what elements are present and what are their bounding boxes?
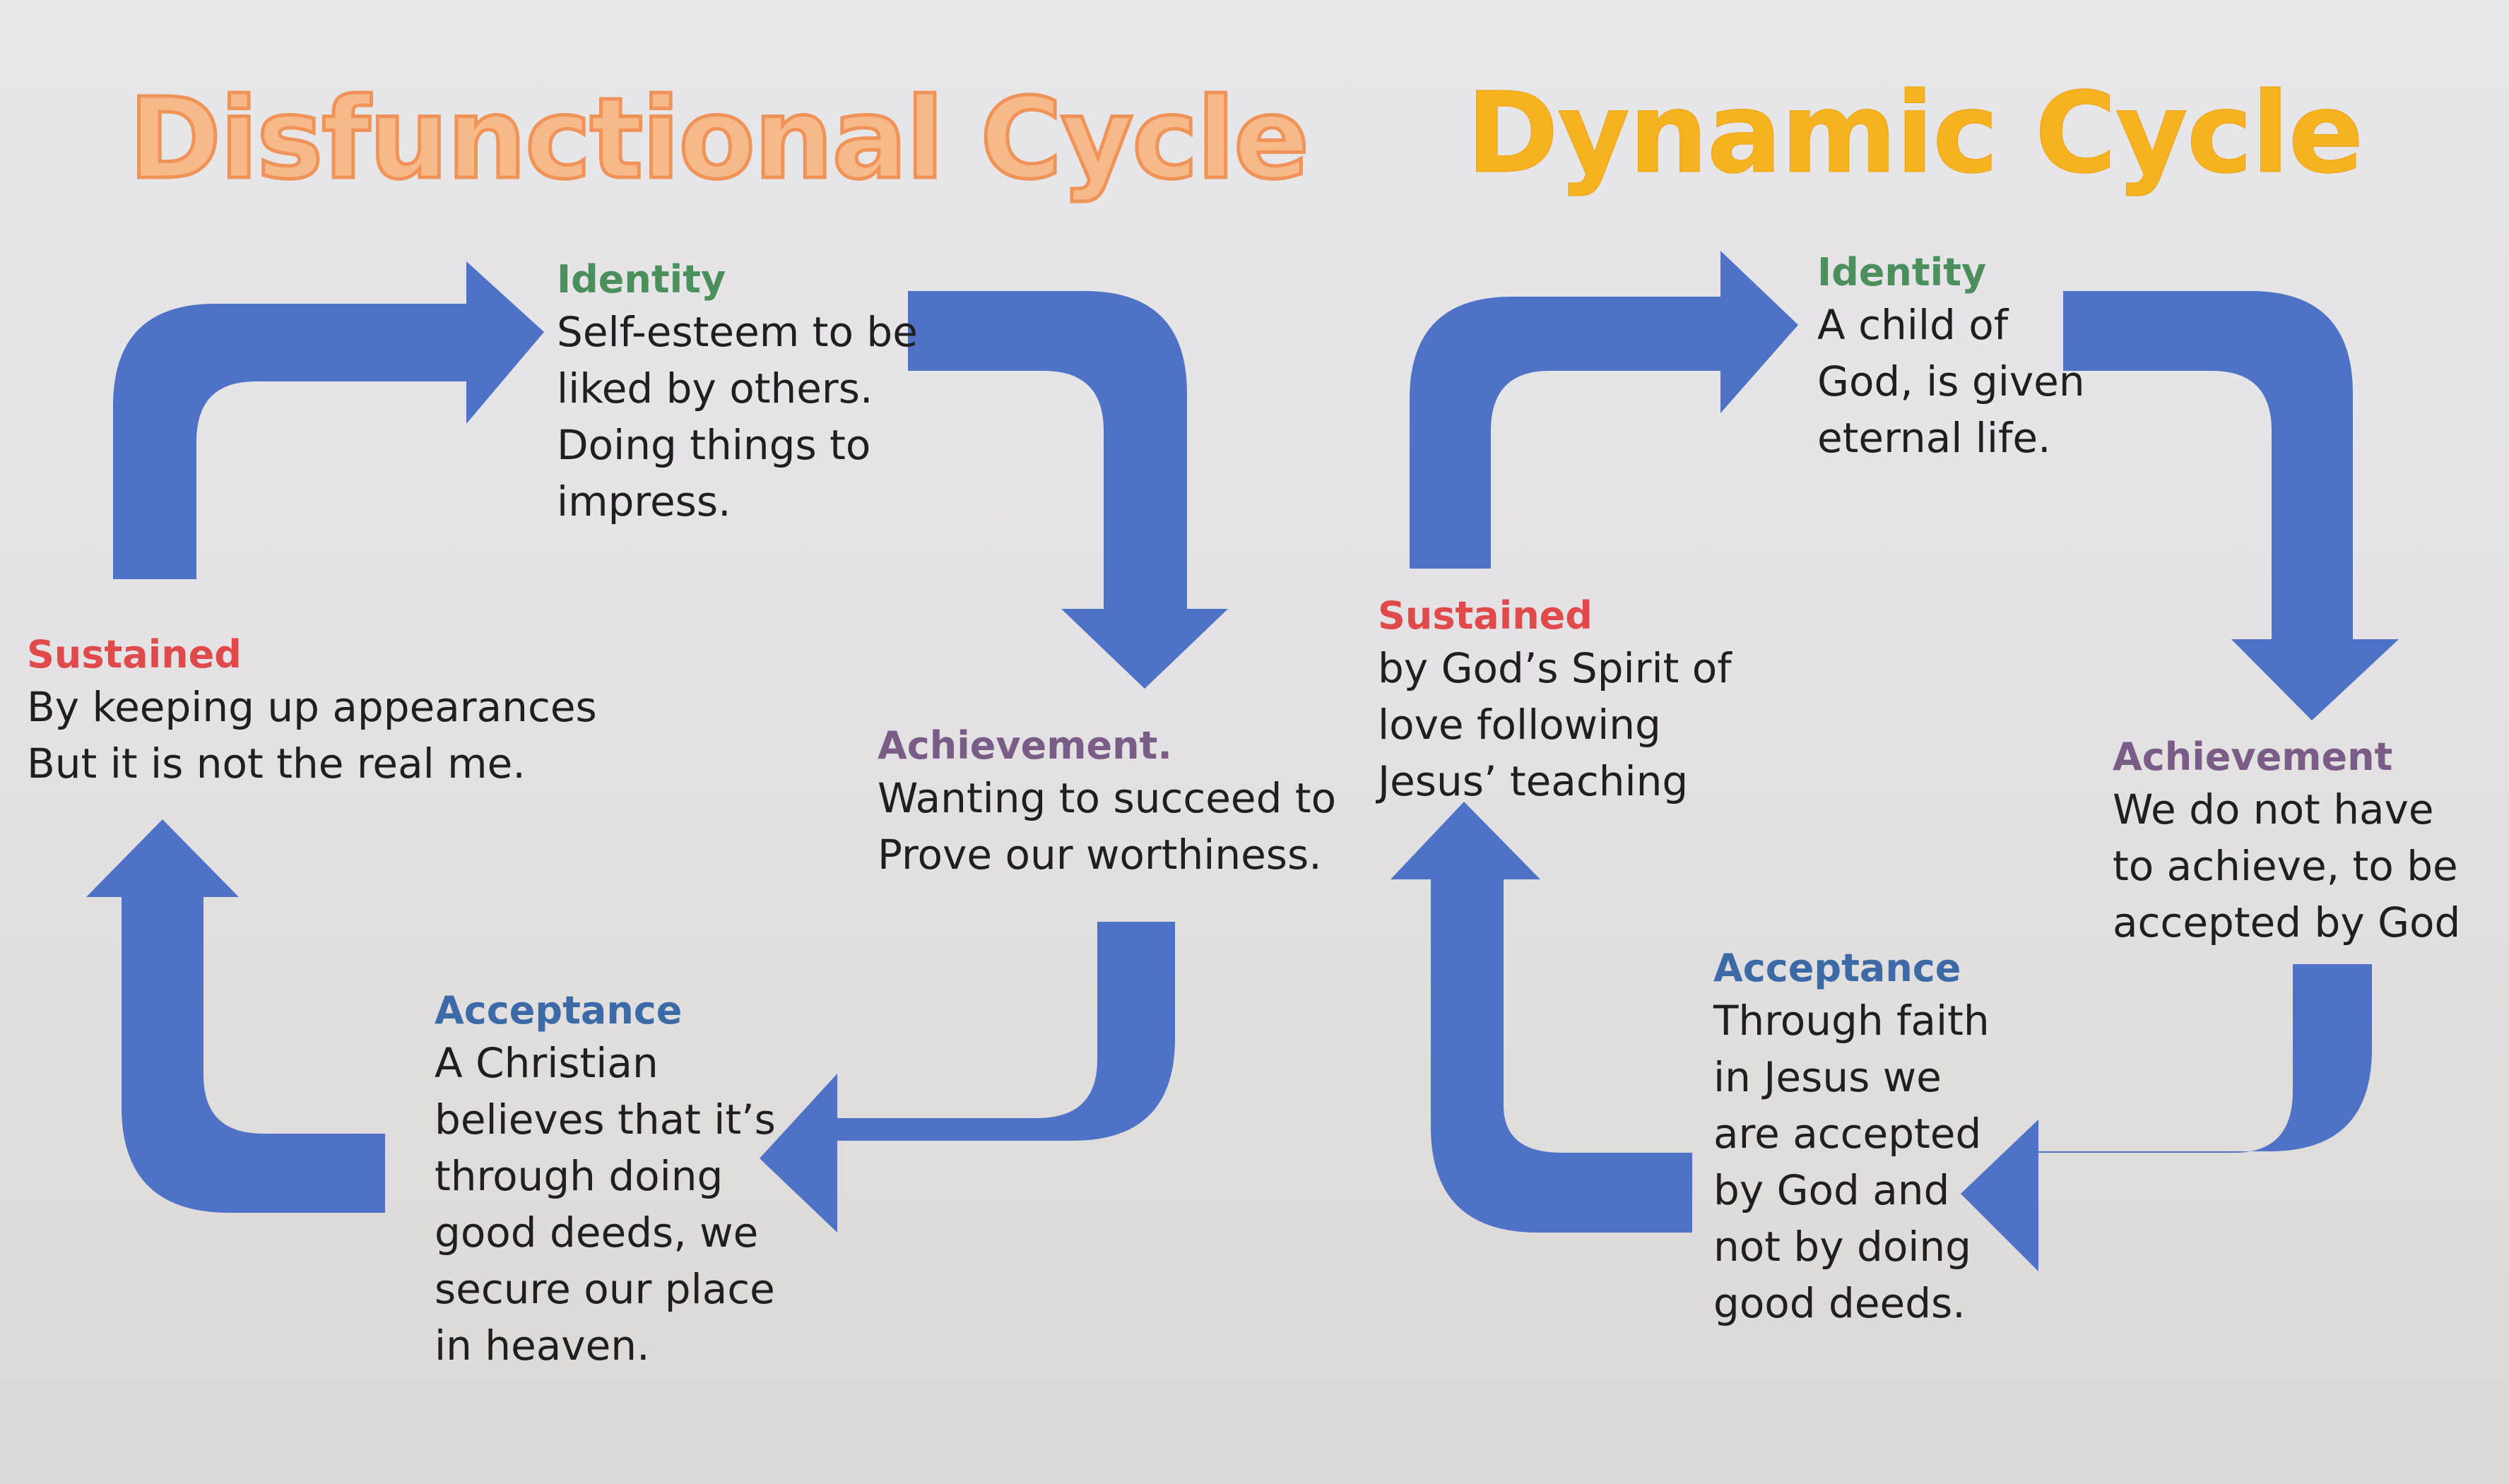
dyn-achievement-heading: Achievement	[2113, 735, 2393, 779]
dis-achievement-block: Achievement. Wanting to succeed to Prove…	[878, 722, 1336, 883]
dis-acceptance-line-1: A Christian	[435, 1038, 659, 1087]
dis-acceptance-line-5: secure our place	[435, 1264, 775, 1313]
arrow-dis-acceptance-to-sustained	[86, 819, 385, 1213]
dynamic-cycle-title: Dynamic Cycle	[1466, 69, 2365, 198]
dis-identity-line-3: Doing things to	[557, 420, 871, 469]
dis-identity-line-2: liked by others.	[557, 364, 873, 412]
dis-sustained-line-2: But it is not the real me.	[27, 739, 526, 788]
arrow-dyn-identity-to-achievement	[2063, 291, 2399, 720]
dyn-acceptance-line-2: in Jesus we	[1713, 1052, 1942, 1101]
arrow-dis-sustained-to-identity	[113, 261, 544, 579]
dyn-acceptance-heading: Acceptance	[1713, 946, 1961, 990]
dyn-acceptance-line-6: good deeds.	[1713, 1278, 1966, 1327]
arrow-dis-achievement-to-acceptance	[760, 922, 1175, 1233]
disfunctional-cycle-title: Disfunctional Cycle	[126, 74, 1311, 204]
dis-acceptance-line-4: good deeds, we	[435, 1208, 759, 1257]
dis-sustained-line-1: By keeping up appearances	[27, 682, 597, 731]
dyn-achievement-line-3: accepted by God	[2113, 898, 2461, 946]
dis-acceptance-block: Acceptance A Christian believes that it’…	[435, 987, 776, 1374]
dyn-achievement-block: Achievement We do not have to achieve, t…	[2113, 733, 2460, 951]
dyn-identity-heading: Identity	[1817, 250, 1987, 295]
arrow-dis-identity-to-achievement	[908, 291, 1228, 689]
dis-identity-line-4: impress.	[557, 477, 731, 526]
dis-identity-block: Identity Self-esteem to be liked by othe…	[557, 256, 918, 530]
dyn-sustained-line-3: Jesus’ teaching	[1378, 756, 1689, 805]
dyn-sustained-line-1: by God’s Spirit of	[1378, 643, 1732, 692]
dis-identity-heading: Identity	[557, 257, 726, 302]
arrow-dyn-acceptance-to-sustained	[1391, 802, 1692, 1233]
dis-acceptance-heading: Acceptance	[435, 988, 683, 1033]
dyn-acceptance-block: Acceptance Through faith in Jesus we are…	[1713, 944, 1990, 1331]
dyn-acceptance-line-5: not by doing	[1713, 1222, 1971, 1271]
dis-achievement-line-2: Prove our worthiness.	[878, 830, 1322, 879]
dyn-sustained-block: Sustained by God’s Spirit of love follow…	[1378, 592, 1732, 809]
dyn-acceptance-line-4: by God and	[1713, 1165, 1950, 1214]
arrow-dyn-sustained-to-identity	[1410, 251, 1798, 569]
dyn-sustained-heading: Sustained	[1378, 593, 1593, 638]
dyn-identity-line-2: God, is given	[1817, 357, 2085, 405]
dyn-identity-line-3: eternal life.	[1817, 413, 2051, 462]
dyn-identity-line-1: A child of	[1817, 300, 2009, 349]
dyn-achievement-line-2: to achieve, to be	[2113, 841, 2458, 890]
dyn-sustained-line-2: love following	[1378, 700, 1661, 749]
dis-acceptance-line-2: believes that it’s	[435, 1095, 776, 1144]
dyn-acceptance-line-3: are accepted	[1713, 1109, 1982, 1158]
dis-achievement-line-1: Wanting to succeed to	[878, 773, 1337, 822]
dis-identity-line-1: Self-esteem to be	[557, 307, 918, 356]
dis-achievement-heading: Achievement.	[878, 723, 1172, 768]
arrow-dyn-achievement-to-acceptance	[1961, 964, 2372, 1271]
dis-acceptance-line-3: through doing	[435, 1151, 724, 1200]
dis-sustained-block: Sustained By keeping up appearances But …	[27, 631, 597, 792]
dis-acceptance-line-6: in heaven.	[435, 1321, 650, 1370]
dis-sustained-heading: Sustained	[27, 632, 242, 677]
dyn-achievement-line-1: We do not have	[2113, 785, 2434, 833]
dyn-identity-block: Identity A child of God, is given eterna…	[1817, 249, 2085, 466]
dyn-acceptance-line-1: Through faith	[1713, 996, 1990, 1045]
